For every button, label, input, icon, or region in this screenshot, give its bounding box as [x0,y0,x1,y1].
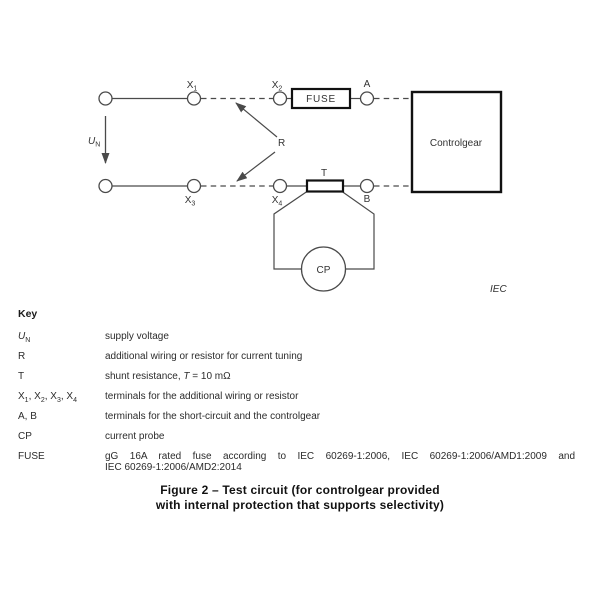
a-label: A [364,79,371,90]
fuse-label: FUSE [306,94,336,105]
key-definition: additional wiring or resistor for curren… [105,350,303,362]
resistor-arrow-bottom [236,151,276,182]
key-term: CP [18,430,32,442]
resistor-arrow-top [235,102,278,138]
terminal-supply-top [98,91,113,106]
terminal-b [359,178,375,194]
x2-label: X2 [272,80,283,93]
key-term: T [18,370,25,382]
key-definition: terminals for the additional wiring or r… [105,390,299,402]
key-term: UN [18,330,31,344]
terminal-x3 [186,178,202,194]
terminal-a [359,91,375,106]
key-row-current-probe: CP current probe [18,431,575,443]
b-label: B [364,194,371,205]
shunt-box [305,179,345,193]
figure-caption-line1: Figure 2 – Test circuit (for controlgear… [160,483,440,497]
key-definition: terminals for the short-circuit and the … [105,410,321,422]
dashed-wires [201,97,411,187]
current-probe-circle [300,246,347,292]
key-definition: shunt resistance, T = 10 mΩ [105,370,231,382]
current-probe-label: CP [317,265,331,276]
x1-label: X1 [187,80,198,93]
key-term: R [18,350,26,362]
key-row-terminals-x: X1, X2, X3, X4 terminals for the additio… [18,390,575,404]
terminal-x4 [272,178,288,194]
key-definition: supply voltage [105,330,169,342]
iec-mark: IEC [490,284,507,295]
key-section: Key UN supply voltage R additional wirin… [18,308,575,482]
key-row-terminals-ab: A, B terminals for the short-circuit and… [18,411,575,423]
figure-caption-line2: with internal protection that supports s… [155,498,445,512]
shunt-label: T [321,168,327,179]
controlgear-label: Controlgear [430,138,483,149]
test-circuit-diagram: UN X1 X2 A X3 X4 B FUSE Controlgear T R … [88,79,507,295]
terminal-x1 [186,91,202,106]
terminal-supply-bottom [98,178,113,194]
key-row-resistor: R additional wiring or resistor for curr… [18,351,575,363]
supply-voltage-label: UN [88,136,100,149]
current-probe-loop [273,191,375,270]
key-term: X1, X2, X3, X4 [18,390,77,404]
key-definition: gG 16A rated fuse according to IEC 60269… [105,451,575,474]
x3-label: X3 [185,195,196,208]
key-row-shunt: T shunt resistance, T = 10 mΩ [18,371,575,383]
figure-caption: Figure 2 – Test circuit (for controlgear… [0,483,600,513]
fuse-box [290,87,352,110]
key-term: FUSE [18,450,45,462]
controlgear-box [410,90,503,194]
fuse-definition-line2: IEC 60269-1:2006/AMD2:2014 [105,462,242,473]
solid-wires [112,97,360,187]
terminal-circles [98,91,375,194]
fuse-definition-line1: gG 16A rated fuse according to IEC 60269… [105,450,575,462]
key-definition: current probe [105,430,165,442]
key-row-supply-voltage: UN supply voltage [18,330,575,344]
terminal-x2 [272,91,288,106]
key-term: A, B [18,410,37,422]
key-row-fuse: FUSE gG 16A rated fuse according to IEC … [18,451,575,474]
resistor-label: R [278,138,285,149]
key-heading: Key [18,308,38,320]
x4-label: X4 [272,195,283,208]
